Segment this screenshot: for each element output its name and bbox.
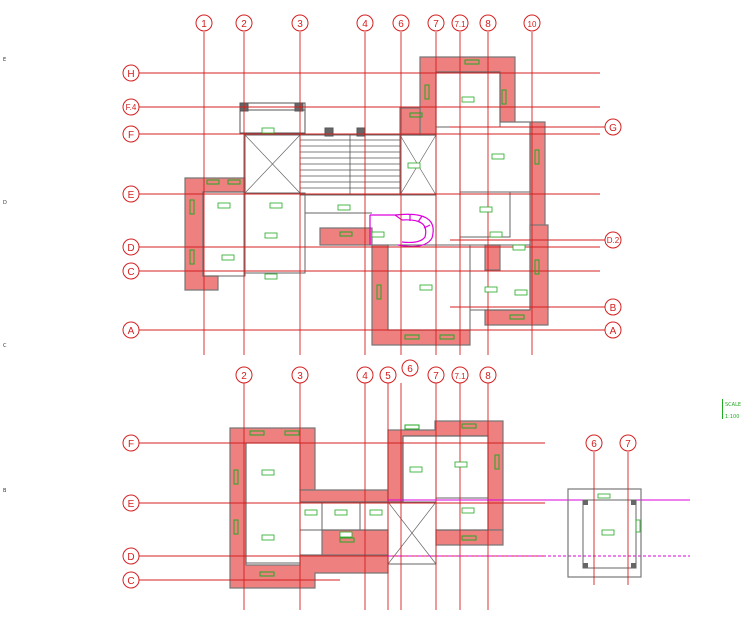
lower-windows [233,423,500,577]
axis-label: F [128,439,134,450]
lower-room-tags [261,461,475,541]
axis-label: 3 [297,19,303,30]
axis-label: E [128,499,135,510]
axis-label: 8 [485,19,491,30]
lower-right-axis-bubbles [585,434,637,452]
lower-horizontal-axis-bubbles [122,434,140,589]
axis-label: 4 [362,371,368,382]
upper-voids [244,134,437,196]
axis-label: 7 [433,371,439,382]
axis-label: 10 [528,20,537,29]
upper-stairs [300,135,400,195]
axis-label: A [128,326,135,337]
axis-label: 7 [625,439,631,450]
axis-label: 3 [297,371,303,382]
upper-horizontal-axis-bubbles [122,64,622,339]
upper-horizontal-axis-labels: H F.4 F E D C A G D.2 B A [126,69,620,337]
axis-label: 7.1 [454,372,466,381]
axis-label: A [610,326,617,337]
axis-label: 7 [433,19,439,30]
upper-vertical-axis-labels: 1 2 3 4 6 7 7.1 8 10 [201,19,537,30]
axis-label: 8 [485,371,491,382]
axis-label: D [127,243,134,254]
upper-room-lines [202,71,531,331]
lower-vertical-axis-bubbles [235,359,497,384]
axis-label: 5 [385,371,391,382]
margin-mark: E [3,57,7,63]
axis-label: E [128,190,135,201]
scale-note: SCALE 1:100 [722,399,753,420]
lower-magenta-line [388,499,690,557]
margin-mark: C [3,343,7,349]
axis-label: 6 [591,439,597,450]
axis-label: 4 [362,19,368,30]
lower-void [387,501,437,565]
axis-label: 6 [398,19,404,30]
margin-mark: B [3,488,7,494]
upper-room-tags [217,96,528,296]
axis-label: 1 [201,19,207,30]
axis-label: C [127,267,134,278]
upper-balcony [239,102,366,137]
lower-vertical-axis-labels: 2 3 4 5 6 7 7.1 8 [241,364,491,382]
margin-mark: D [3,200,7,206]
upper-vertical-axis-bubbles [195,14,541,32]
axis-label: 2 [241,371,247,382]
axis-label: G [609,123,617,134]
spiral-stair [369,213,434,248]
axis-label: 6 [407,364,413,375]
axis-label: F.4 [126,103,137,112]
lower-horizontal-axis-labels: F E D C [127,439,134,587]
lower-right-axis-labels: 6 7 [591,439,631,450]
axis-label: 2 [241,19,247,30]
axis-label: D [127,552,134,563]
axis-label: 7.1 [454,20,466,29]
upper-walls [184,56,549,346]
lower-plan-right [567,452,642,585]
upper-windows [189,59,540,340]
upper-plan [139,32,605,355]
axis-label: B [610,303,617,314]
axis-label: F [128,130,134,141]
axis-label: D.2 [607,236,620,245]
lower-grid-lines [139,383,545,610]
axis-label: H [127,69,134,80]
upper-grid-lines [139,32,605,355]
lower-plan-left [139,383,690,610]
axis-label: C [127,576,134,587]
